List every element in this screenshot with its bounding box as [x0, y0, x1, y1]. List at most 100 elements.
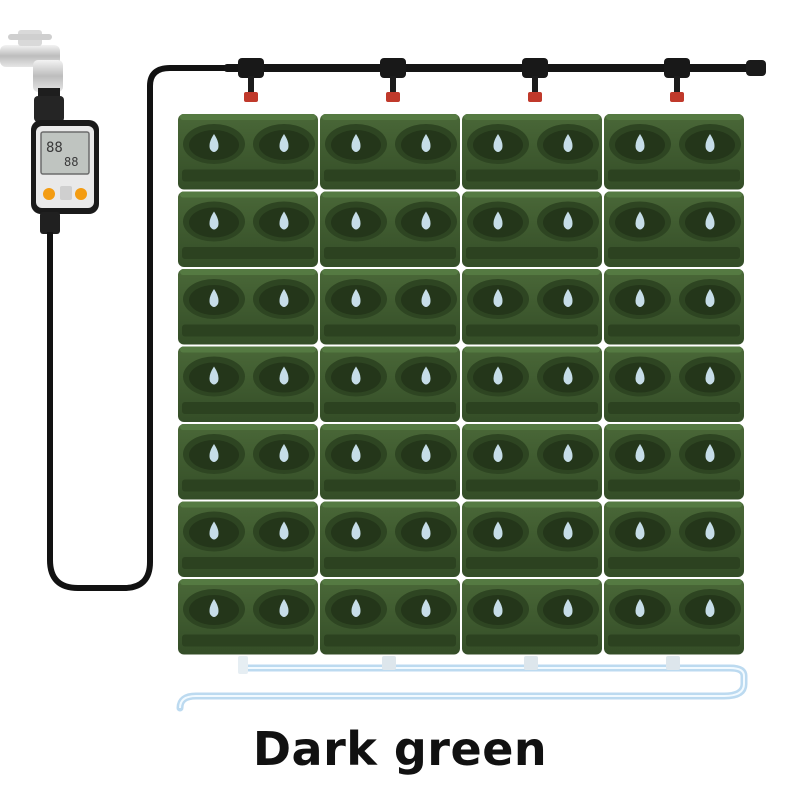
- tee-fitting: [380, 58, 406, 78]
- planter-base: [182, 634, 314, 647]
- drip-hole: [279, 134, 289, 152]
- drip-hole: [421, 599, 431, 617]
- planter-rim: [464, 191, 600, 198]
- drip-emitter-icon: [386, 92, 400, 102]
- drip-emitter-icon: [670, 92, 684, 102]
- drip-hole: [635, 211, 645, 230]
- water-timer-icon: 88 88: [31, 88, 99, 234]
- planter-rim: [606, 114, 742, 120]
- drip-hole: [493, 444, 503, 462]
- drip-hole: [635, 289, 645, 307]
- planter-rim: [606, 579, 742, 585]
- tee-fittings: [238, 58, 690, 102]
- drip-hole: [635, 444, 645, 462]
- drip-hole: [705, 444, 715, 462]
- drip-hole: [705, 134, 715, 152]
- drip-hole: [493, 521, 503, 540]
- drip-hole: [635, 134, 645, 152]
- planter-base: [608, 247, 740, 259]
- planter-rim: [606, 501, 742, 508]
- planter-base: [466, 247, 598, 259]
- planter-rim: [180, 114, 316, 120]
- drip-hole: [563, 211, 573, 230]
- drip-hole: [351, 289, 361, 307]
- planter-rim: [322, 114, 458, 120]
- planter-rim: [606, 346, 742, 353]
- planter-rim: [322, 269, 458, 275]
- drain-tube-icon: [176, 656, 748, 712]
- planter-base: [324, 402, 456, 414]
- distribution-pipe: [224, 60, 766, 76]
- drip-hole: [279, 599, 289, 617]
- drip-hole: [493, 366, 503, 385]
- drip-hole: [351, 444, 361, 462]
- svg-text:88: 88: [46, 140, 63, 156]
- color-caption: Dark green: [252, 722, 548, 776]
- tee-fitting: [664, 58, 690, 78]
- drip-hole: [493, 134, 503, 152]
- planter-base: [608, 634, 740, 647]
- planter-rim: [606, 191, 742, 198]
- tee-fitting: [238, 58, 264, 78]
- planter-rim: [464, 269, 600, 275]
- drip-hole: [705, 599, 715, 617]
- planter-base: [324, 169, 456, 182]
- drip-hole: [351, 366, 361, 385]
- planter-rim: [322, 501, 458, 508]
- planter-rim: [606, 424, 742, 430]
- riser-tube: [248, 76, 254, 94]
- drip-hole: [351, 599, 361, 617]
- planter-rim: [322, 579, 458, 585]
- drip-hole: [209, 211, 219, 230]
- planter-base: [608, 402, 740, 414]
- planter-base: [466, 324, 598, 337]
- planter-rim: [322, 191, 458, 198]
- planter-rim: [464, 501, 600, 508]
- drip-hole: [351, 521, 361, 540]
- drip-hole: [563, 134, 573, 152]
- drip-hole: [279, 289, 289, 307]
- planter-base: [608, 324, 740, 337]
- svg-text:88: 88: [64, 155, 78, 169]
- drip-hole: [279, 444, 289, 462]
- planter-rim: [464, 114, 600, 120]
- drip-hole: [635, 599, 645, 617]
- planter-rim: [180, 346, 316, 353]
- drip-hole: [209, 599, 219, 617]
- planter-base: [324, 634, 456, 647]
- planter-base: [466, 479, 598, 492]
- drip-hole: [705, 211, 715, 230]
- planter-base: [608, 479, 740, 492]
- drip-hole: [493, 289, 503, 307]
- planter-rim: [464, 346, 600, 353]
- planter-base: [324, 324, 456, 337]
- planter-base: [466, 402, 598, 414]
- drip-hole: [209, 521, 219, 540]
- planter-rim: [180, 579, 316, 585]
- planter-rim: [322, 346, 458, 353]
- drip-emitter-icon: [244, 92, 258, 102]
- planter-rim: [464, 579, 600, 585]
- planter-base: [182, 479, 314, 492]
- drip-hole: [209, 134, 219, 152]
- planter-base: [182, 247, 314, 259]
- drip-hole: [563, 444, 573, 462]
- planter-base: [466, 169, 598, 182]
- riser-tube: [390, 76, 396, 94]
- planter-base: [182, 557, 314, 569]
- planter-rim: [180, 501, 316, 508]
- planter-rim: [606, 269, 742, 275]
- drip-hole: [563, 599, 573, 617]
- faucet-icon: [0, 30, 63, 92]
- planter-base: [466, 634, 598, 647]
- drip-hole: [563, 521, 573, 540]
- planter-base: [182, 402, 314, 414]
- drip-hole: [209, 366, 219, 385]
- drip-hole: [563, 366, 573, 385]
- planter-base: [324, 479, 456, 492]
- drip-hole: [421, 444, 431, 462]
- drip-hole: [209, 444, 219, 462]
- drip-hole: [279, 366, 289, 385]
- drip-hole: [493, 599, 503, 617]
- drip-hole: [351, 134, 361, 152]
